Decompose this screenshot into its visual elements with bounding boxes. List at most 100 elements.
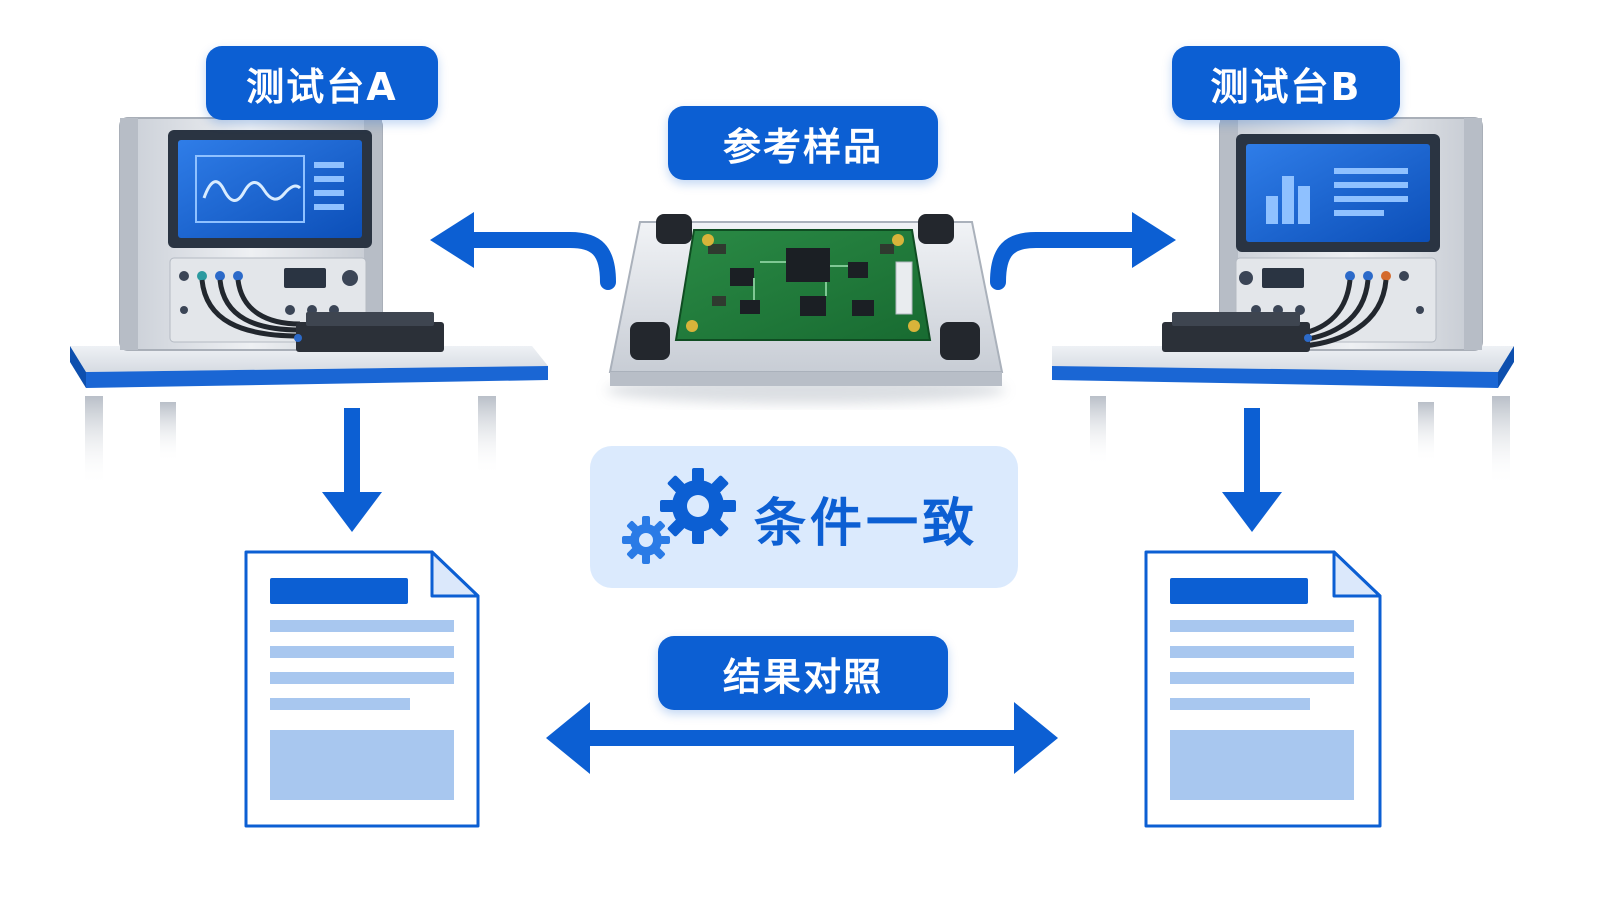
screen-bar [314,176,344,182]
reference-sample-board [606,214,1006,404]
port [1416,306,1424,314]
readout-display [284,268,326,288]
arrow-shaft [458,232,616,290]
report-line [270,672,454,684]
cabinet-side [120,118,138,350]
report-heading-bar [1170,578,1308,604]
readout-display [1262,268,1304,288]
arrow-head [322,492,382,532]
tray-foot [656,214,692,244]
screen-bar [314,190,344,196]
chip [800,296,826,316]
report-line [270,620,454,632]
table-edge [1052,366,1498,388]
arrow-head [1132,212,1176,268]
test-bench-b [1052,117,1514,486]
test-fixture-top [1172,312,1300,326]
chip [848,262,868,278]
port [179,271,189,281]
arrow-bench-a-to-report [322,408,382,532]
screen-bar [1334,196,1408,202]
mounting-hole [908,320,920,332]
screen-bar [314,204,344,210]
table-leg [1090,396,1106,466]
chip [730,268,754,286]
cable [217,279,301,333]
mounting-hole [702,234,714,246]
table-leg [1492,396,1510,486]
component [880,244,894,254]
mounting-hole [892,234,904,246]
document-fold [430,550,480,598]
knob [342,270,358,286]
same-conditions-panel [590,446,1018,588]
bar-chart-icon [1266,176,1310,224]
port [1345,271,1355,281]
table-edge-side [70,346,86,388]
report-line [270,646,454,658]
table-leg [160,402,176,462]
port [197,271,207,281]
tray-foot [630,322,670,360]
monitor-screen [178,140,362,238]
pin-header [895,261,913,315]
mounting-hole [686,320,698,332]
main-chip [786,248,830,282]
report-line [1170,698,1310,710]
arrow-shaft [990,232,1148,290]
knob [1239,271,1253,285]
port [1363,271,1373,281]
port [1381,271,1391,281]
table-leg [85,396,103,486]
report-b [1144,550,1382,828]
same-conditions-label: 条件一致 [754,493,979,554]
component [712,296,726,306]
bench-a-label: 测试台A [206,46,438,120]
arrow-result-comparison [546,702,1058,774]
report-line [1170,620,1354,632]
tray-edge [610,372,1002,386]
test-fixture [296,322,444,352]
chip [740,300,760,314]
report-line [1170,646,1354,658]
table-leg [478,396,496,476]
screen-bar [1334,168,1408,174]
test-bench-a [70,117,548,486]
result-comparison-label: 结果对照 [658,636,948,710]
fixture-connector [294,334,302,342]
port [285,305,295,315]
table-edge-side [1498,346,1514,388]
arrow-shaft [1244,408,1260,494]
arrow-head [1222,492,1282,532]
report-line [270,698,410,710]
waveform-icon [202,180,302,202]
arrow-sample-to-bench-b [990,212,1176,290]
waveform-frame [195,155,305,223]
table-top [1052,346,1514,372]
table-leg [1418,402,1434,462]
arrow-head-left [546,702,590,774]
gears-icon [622,468,736,564]
tray-foot [940,322,980,360]
document-fold [1332,550,1382,598]
cable [199,279,301,339]
arrow-head [430,212,474,268]
port [1399,271,1409,281]
arrow-sample-to-bench-a [430,212,616,290]
cabinet-side [1220,118,1238,350]
monitor-screen [1246,144,1430,242]
screen-bar [1334,182,1408,188]
table-edge [86,366,548,388]
report-heading-bar [270,578,408,604]
report-block [1170,730,1354,800]
cable [1303,279,1389,349]
cable [235,279,301,327]
reference-sample-label: 参考样品 [668,106,938,180]
report-block [270,730,454,800]
arrow-head-right [1014,702,1058,774]
port [215,271,225,281]
arrow-shaft [580,730,1024,746]
fixture-connector [1304,334,1312,342]
